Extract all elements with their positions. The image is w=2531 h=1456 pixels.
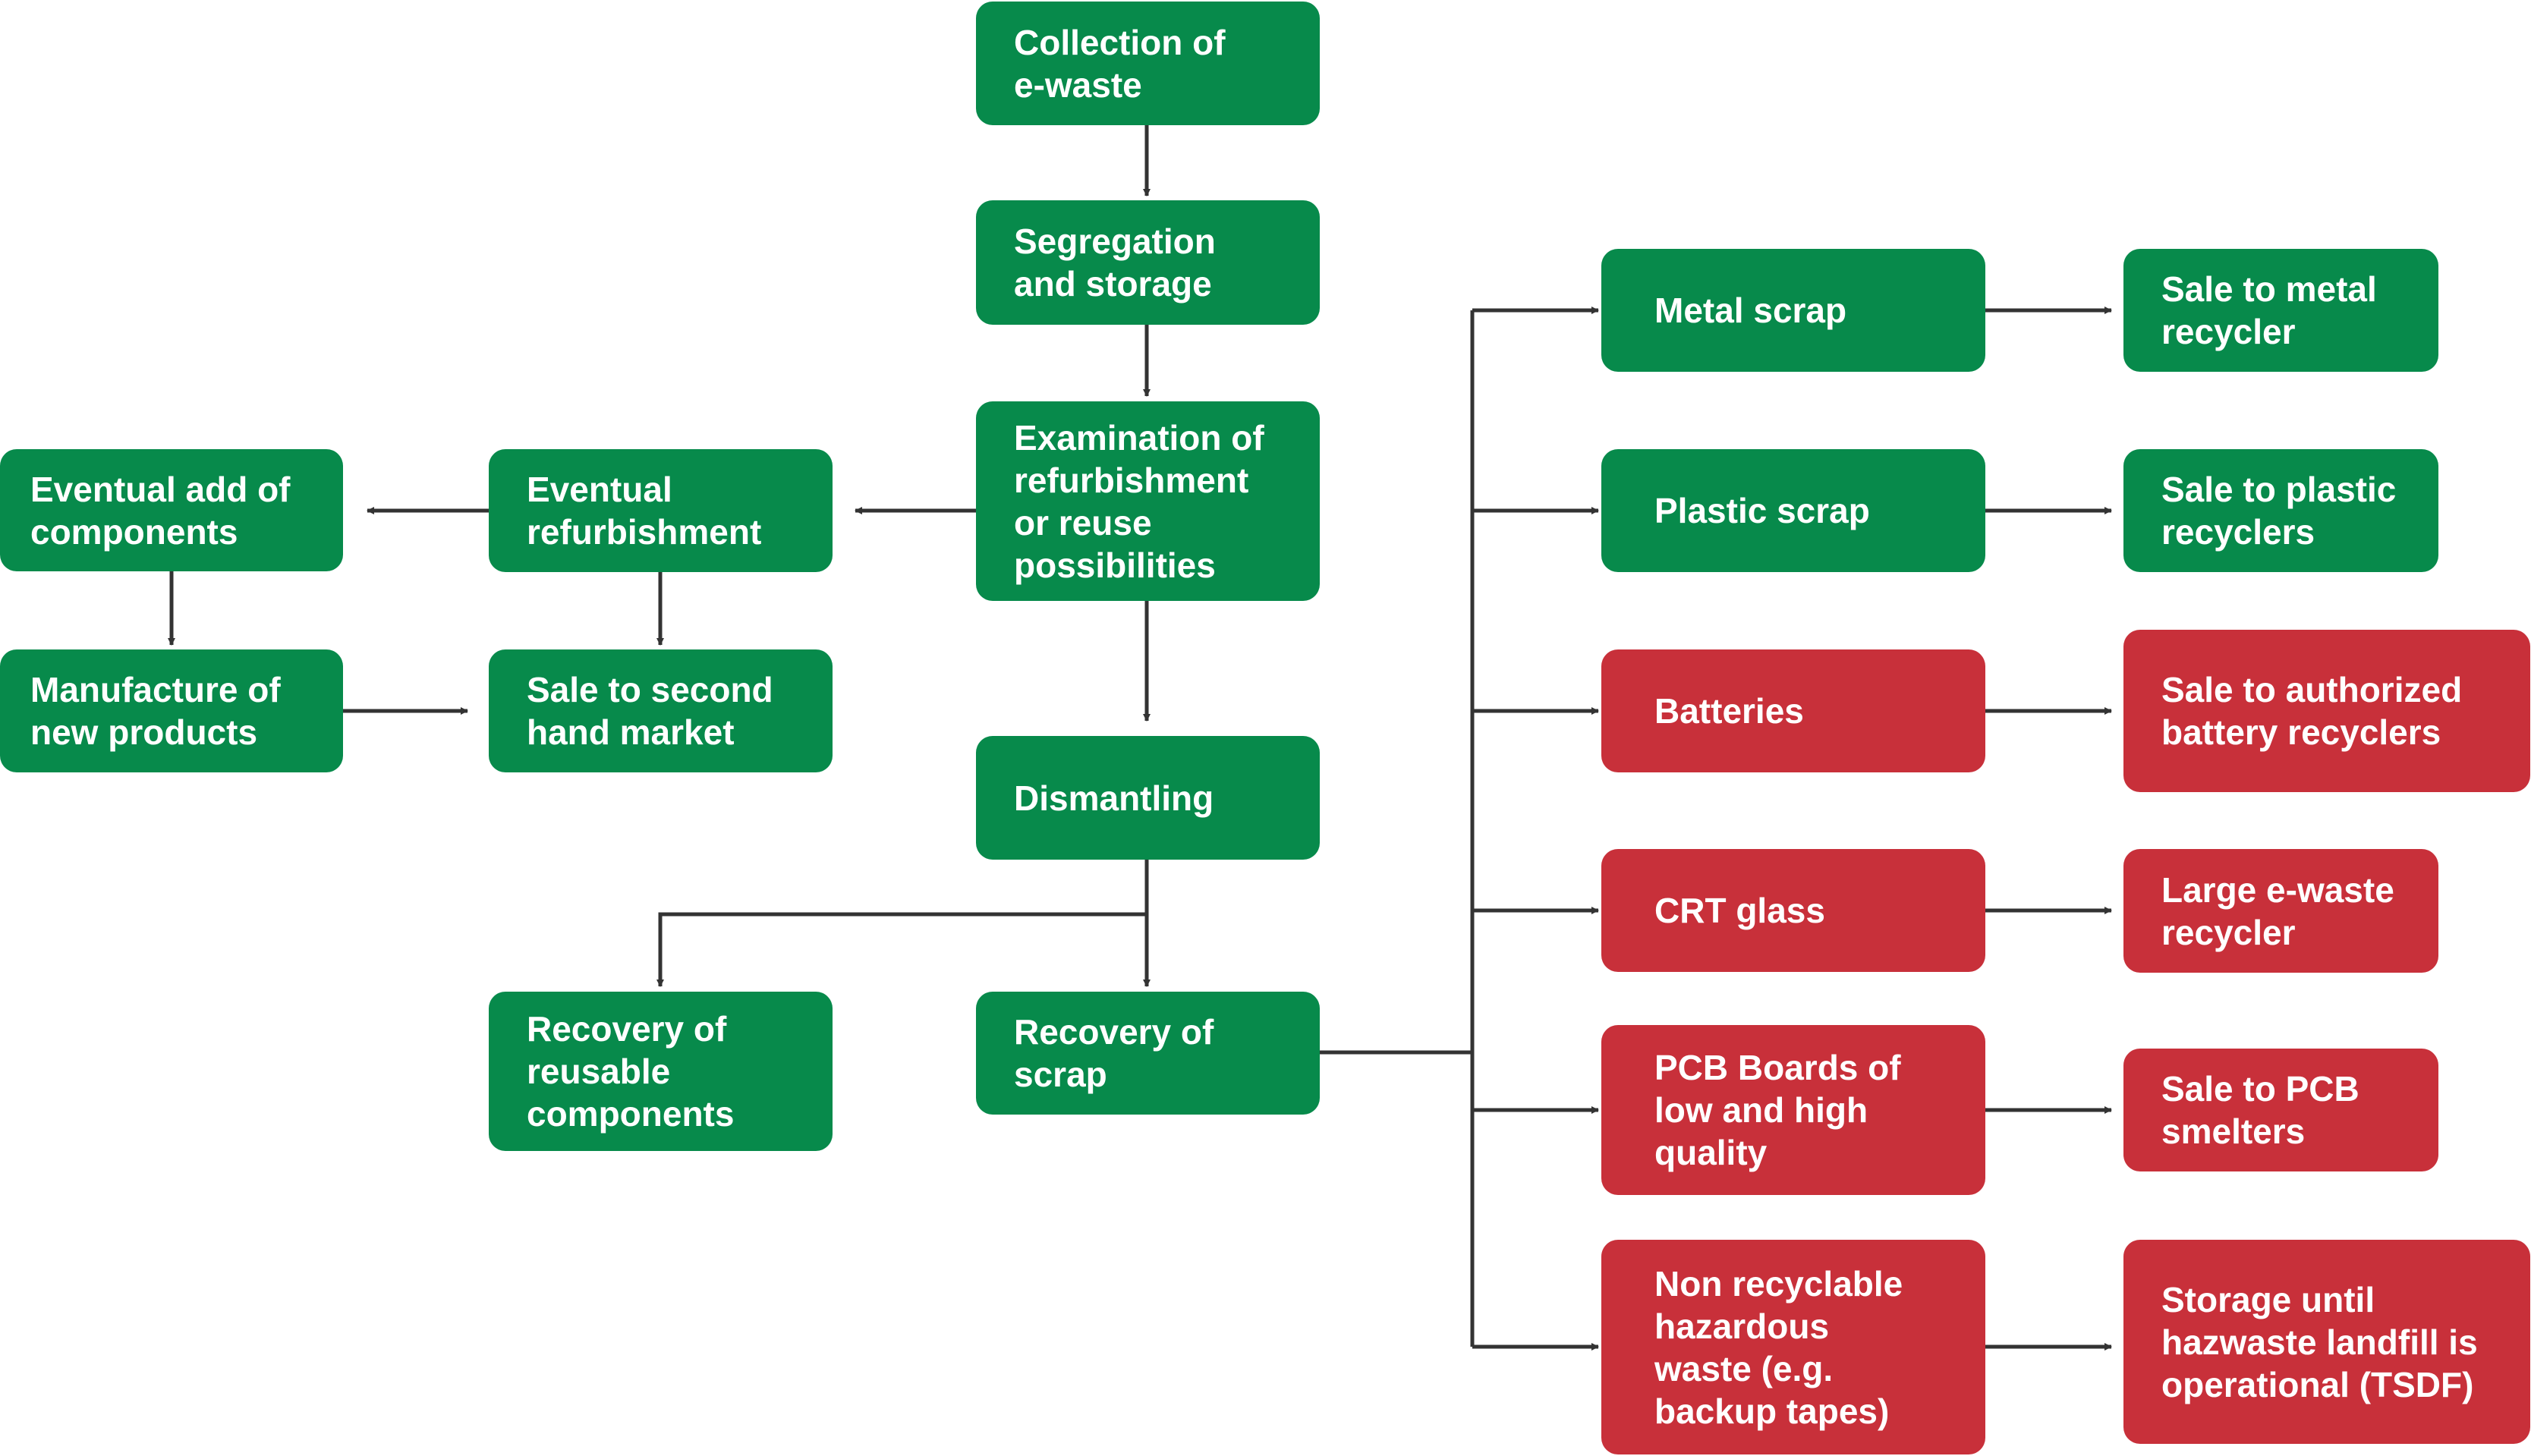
node-examination: Examination of refurbishment or reuse po…	[976, 401, 1320, 601]
node-sale-to-metal-recycler: Sale to metal recycler	[2123, 249, 2438, 372]
node-collection-of-e-waste: Collection of e-waste	[976, 2, 1320, 125]
node-metal-scrap: Metal scrap	[1601, 249, 1985, 372]
node-recovery-of-scrap: Recovery of scrap	[976, 992, 1320, 1115]
node-manufacture-of-new-products: Manufacture of new products	[0, 649, 343, 772]
node-batteries: Batteries	[1601, 649, 1985, 772]
node-sale-to-plastic-recyclers: Sale to plastic recyclers	[2123, 449, 2438, 572]
node-storage-until-hazwaste-landfill: Storage until hazwaste landfill is opera…	[2123, 1240, 2530, 1444]
node-crt-glass: CRT glass	[1601, 849, 1985, 972]
node-large-e-waste-recycler: Large e-waste recycler	[2123, 849, 2438, 973]
node-eventual-refurbishment: Eventual refurbishment	[489, 449, 833, 572]
node-non-recyclable-hazardous-waste: Non recyclable hazardous waste (e.g. bac…	[1601, 1240, 1985, 1454]
node-sale-to-second-hand-market: Sale to second hand market	[489, 649, 833, 772]
node-sale-to-pcb-smelters: Sale to PCB smelters	[2123, 1049, 2438, 1171]
node-sale-to-authorized-battery-recyclers: Sale to authorized battery recyclers	[2123, 630, 2530, 792]
node-dismantling: Dismantling	[976, 736, 1320, 860]
node-segregation-and-storage: Segregation and storage	[976, 200, 1320, 325]
node-eventual-add-of-components: Eventual add of components	[0, 449, 343, 571]
node-recovery-of-reusable-components: Recovery of reusable components	[489, 992, 833, 1151]
line-dismantling-split	[656, 860, 1149, 987]
node-plastic-scrap: Plastic scrap	[1601, 449, 1985, 572]
node-pcb-boards: PCB Boards of low and high quality	[1601, 1025, 1985, 1195]
